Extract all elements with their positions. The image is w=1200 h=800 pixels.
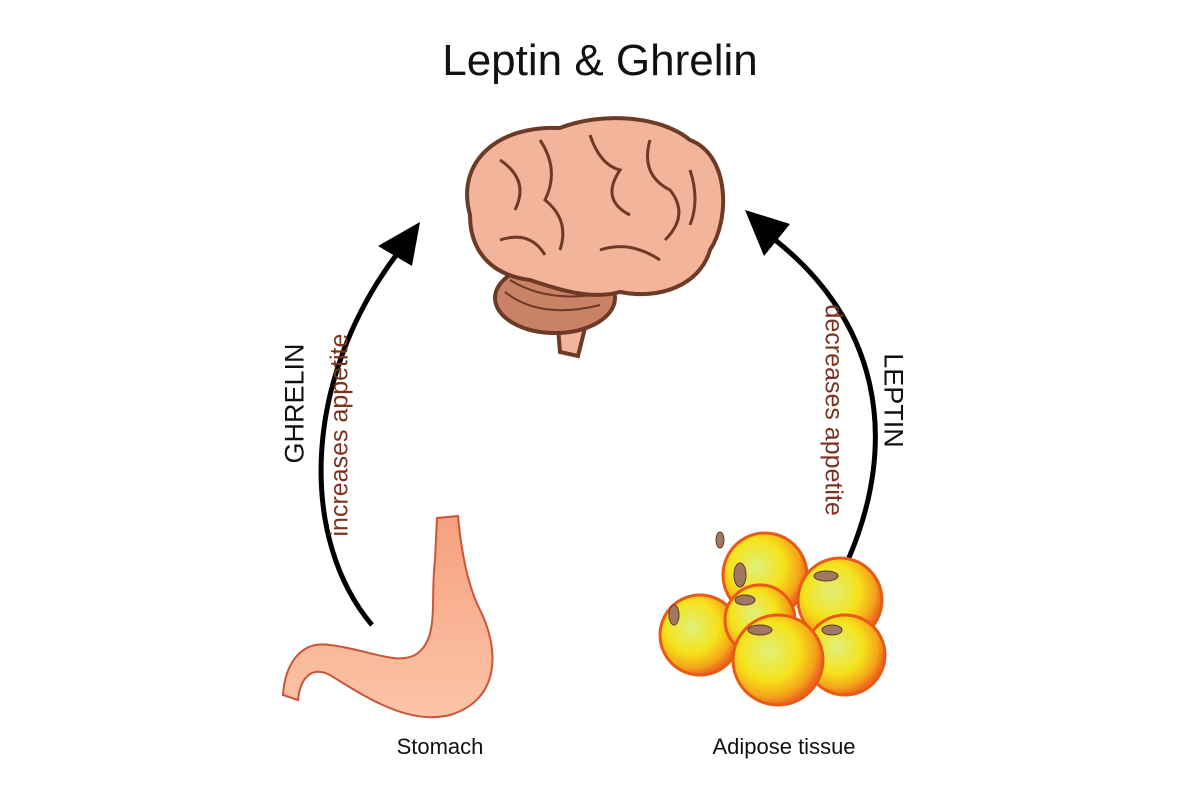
stomach-illustration xyxy=(281,514,494,719)
ghrelin-arrow xyxy=(318,222,420,627)
adipose-tissue-label: Adipose tissue xyxy=(712,734,856,759)
ghrelin-effect-label: increases appetite xyxy=(325,333,354,537)
brain-illustration xyxy=(465,116,726,359)
leptin-label: LEPTIN xyxy=(878,353,909,448)
leptin-arrow xyxy=(745,210,878,561)
ghrelin-label: GHRELIN xyxy=(279,343,310,464)
leptin-effect-label: decreases appetite xyxy=(819,304,848,516)
stomach-label: Stomach xyxy=(396,734,484,759)
diagram-title: Leptin & Ghrelin xyxy=(442,36,758,85)
adipose-tissue-illustration xyxy=(658,531,887,707)
